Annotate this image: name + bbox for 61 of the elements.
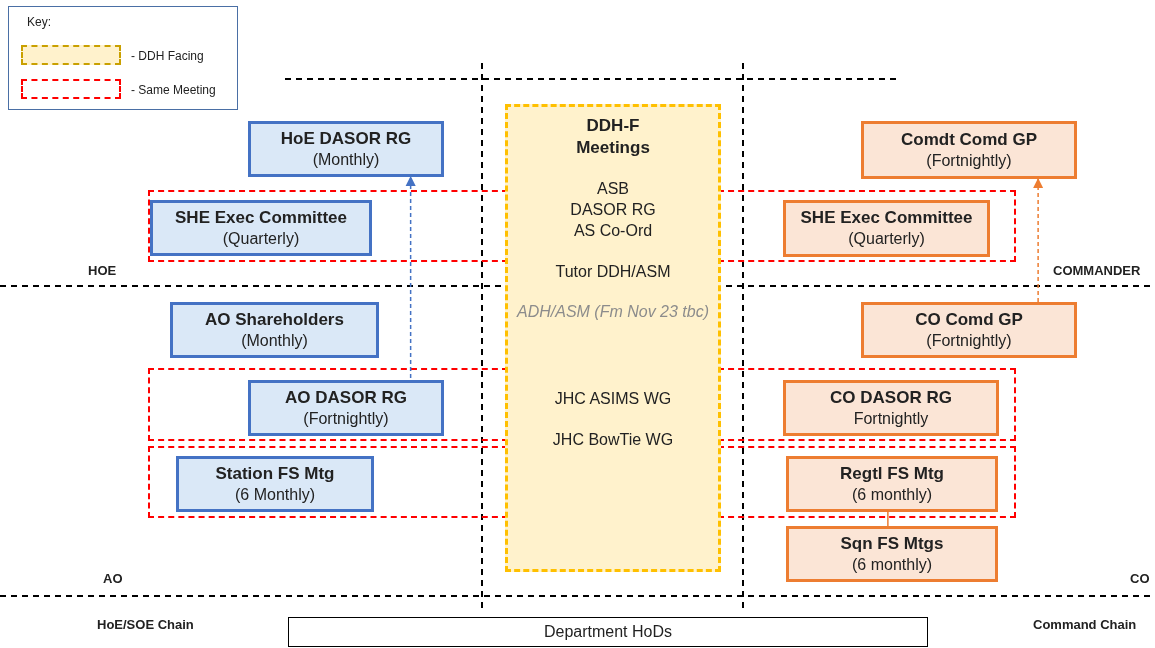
meeting-title: SHE Exec Committee bbox=[800, 207, 973, 230]
same-meeting-band bbox=[148, 190, 508, 262]
meeting-detail: (6 monthly) bbox=[852, 484, 932, 505]
meetings-panel bbox=[505, 104, 721, 572]
meeting-title: Sqn FS Mtgs bbox=[840, 532, 944, 555]
meeting-detail: (Monthly) bbox=[312, 149, 380, 170]
chain-label: Command Chain bbox=[1033, 617, 1137, 632]
legend-text: - DDH Facing bbox=[131, 49, 204, 63]
meeting-title: SHE Exec Committee bbox=[175, 206, 347, 229]
same-meeting-band bbox=[148, 446, 508, 518]
meeting-detail: (Fortnightly) bbox=[926, 150, 1012, 171]
chain-label: AO bbox=[103, 571, 123, 586]
meeting-detail: JHC ASIMS WG bbox=[554, 389, 672, 410]
chain-label: COMMANDER bbox=[1053, 263, 1141, 278]
meeting-title: AO Shareholders bbox=[205, 308, 344, 331]
meeting-detail: DASOR RG bbox=[570, 200, 656, 220]
meeting-box bbox=[786, 456, 998, 512]
meeting-detail: AS Co-Ord bbox=[573, 220, 653, 241]
meeting-title: DDH-F Meetings bbox=[575, 115, 651, 160]
meeting-box bbox=[248, 380, 444, 436]
same-meeting-band bbox=[718, 446, 1016, 518]
meeting-box bbox=[861, 302, 1077, 358]
meeting-detail: ADH/ASM (Fm Nov 23 tbc) bbox=[517, 302, 709, 323]
connector-arrow bbox=[1032, 177, 1044, 303]
meeting-box bbox=[288, 617, 928, 647]
meeting-box bbox=[783, 380, 999, 436]
meeting-detail: (Fortnightly) bbox=[926, 330, 1012, 351]
same-meeting-band bbox=[148, 368, 508, 441]
meeting-detail: (Fortnightly) bbox=[303, 408, 389, 429]
meeting-title: HoE DASOR RG bbox=[280, 127, 412, 150]
meeting-title: CO Comd GP bbox=[915, 308, 1023, 331]
meeting-detail: (Quarterly) bbox=[222, 228, 300, 249]
same-meeting-band bbox=[718, 368, 1016, 441]
key-title: Key: bbox=[27, 15, 51, 29]
meeting-box bbox=[861, 121, 1077, 179]
meeting-box bbox=[150, 200, 372, 256]
same-meeting-band bbox=[718, 190, 1016, 262]
meeting-detail: Department HoDs bbox=[543, 621, 672, 642]
chain-label: HOE bbox=[88, 263, 117, 278]
meeting-box bbox=[170, 302, 379, 358]
meeting-title: Regtl FS Mtg bbox=[840, 462, 944, 485]
meeting-detail: (6 Monthly) bbox=[235, 484, 315, 505]
meeting-detail: JHC BowTie WG bbox=[552, 429, 674, 450]
meeting-detail: (6 monthly) bbox=[852, 554, 932, 575]
meeting-title: CO DASOR RG bbox=[830, 386, 952, 409]
chain-label: HoE/SOE Chain bbox=[97, 617, 194, 632]
meeting-box bbox=[783, 200, 990, 257]
meeting-box bbox=[248, 121, 444, 177]
meeting-box bbox=[176, 456, 374, 512]
meeting-detail: ASB bbox=[597, 179, 629, 200]
meeting-box bbox=[786, 526, 998, 582]
legend-text: - Same Meeting bbox=[131, 83, 216, 97]
meeting-title: Comdt Comd GP bbox=[901, 128, 1037, 151]
meeting-detail: Fortnightly bbox=[853, 408, 929, 429]
chain-label: CO bbox=[1130, 571, 1150, 586]
meeting-detail: Tutor DDH/ASM bbox=[555, 261, 671, 282]
meeting-detail: (Quarterly) bbox=[848, 229, 925, 250]
connector-arrow bbox=[405, 175, 416, 379]
meeting-detail: (Monthly) bbox=[241, 330, 308, 351]
meeting-title: AO DASOR RG bbox=[285, 386, 407, 409]
meeting-title: Station FS Mtg bbox=[215, 462, 335, 485]
